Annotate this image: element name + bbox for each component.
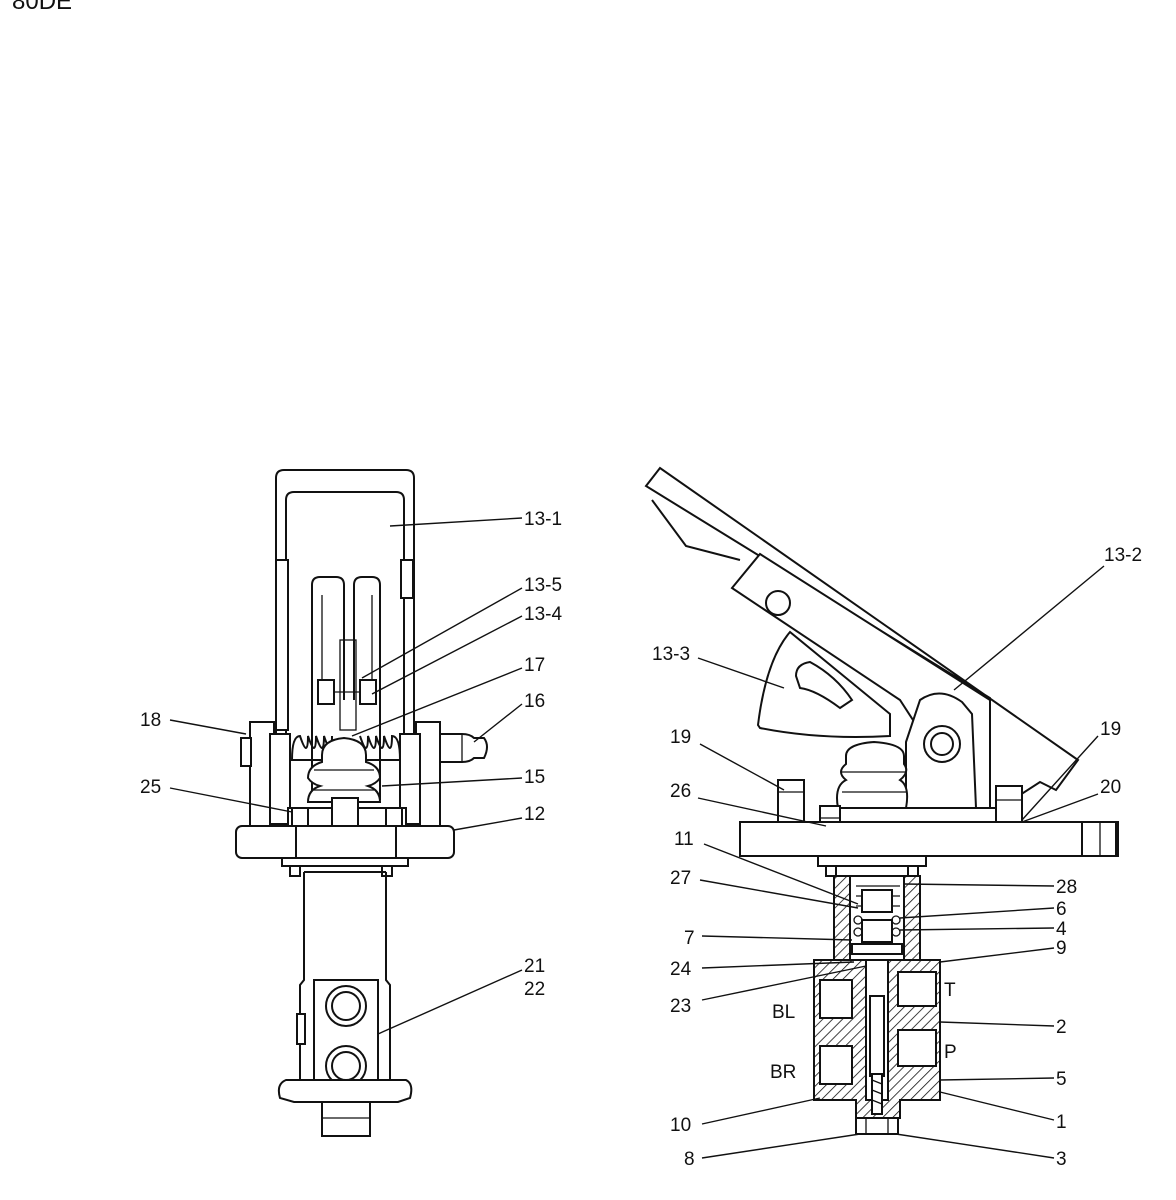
callout-6: 6 bbox=[1056, 899, 1067, 920]
port-label-p: P bbox=[944, 1042, 957, 1063]
port-label-t: T bbox=[944, 980, 956, 1001]
callout-7: 7 bbox=[684, 928, 695, 949]
callout-4: 4 bbox=[1056, 919, 1067, 940]
right-callout-labels: 13-2 13-3 19 19 20 26 11 27 28 6 4 7 9 2… bbox=[652, 545, 1142, 1170]
callout-19-left: 19 bbox=[670, 727, 691, 748]
right-side-view bbox=[644, 466, 1119, 1135]
right-leader-lines bbox=[697, 565, 1105, 1159]
callout-5: 5 bbox=[1056, 1069, 1067, 1090]
callout-27: 27 bbox=[670, 868, 691, 889]
callout-28: 28 bbox=[1056, 877, 1077, 898]
callout-24: 24 bbox=[670, 959, 692, 980]
callout-17: 17 bbox=[524, 655, 545, 676]
callout-13-1: 13-1 bbox=[524, 509, 562, 530]
page-code: 80DE bbox=[12, 0, 72, 15]
left-callout-labels: 13-1 13-5 13-4 17 16 18 15 25 12 21 22 bbox=[140, 509, 562, 1000]
callout-12: 12 bbox=[524, 804, 545, 825]
port-label-bl: BL bbox=[772, 1002, 795, 1023]
callout-2: 2 bbox=[1056, 1017, 1067, 1038]
left-leader-lines bbox=[169, 517, 523, 1035]
callout-19-right: 19 bbox=[1100, 719, 1121, 740]
callout-13-5: 13-5 bbox=[524, 575, 562, 596]
callout-21: 21 bbox=[524, 956, 545, 977]
callout-3: 3 bbox=[1056, 1149, 1067, 1170]
callout-8: 8 bbox=[684, 1149, 695, 1170]
callout-15: 15 bbox=[524, 767, 545, 788]
callout-22: 22 bbox=[524, 979, 545, 1000]
callout-23: 23 bbox=[670, 996, 691, 1017]
callout-9: 9 bbox=[1056, 938, 1067, 959]
callout-13-4: 13-4 bbox=[524, 604, 562, 625]
callout-10: 10 bbox=[670, 1115, 691, 1136]
callout-25: 25 bbox=[140, 777, 161, 798]
callout-20: 20 bbox=[1100, 777, 1121, 798]
port-label-br: BR bbox=[770, 1062, 796, 1083]
callout-13-2: 13-2 bbox=[1104, 545, 1142, 566]
callout-1: 1 bbox=[1056, 1112, 1067, 1133]
callout-11: 11 bbox=[674, 829, 694, 850]
callout-18: 18 bbox=[140, 710, 161, 731]
callout-26: 26 bbox=[670, 781, 691, 802]
left-front-view bbox=[235, 469, 488, 1137]
callout-13-3: 13-3 bbox=[652, 644, 690, 665]
callout-16: 16 bbox=[524, 691, 545, 712]
